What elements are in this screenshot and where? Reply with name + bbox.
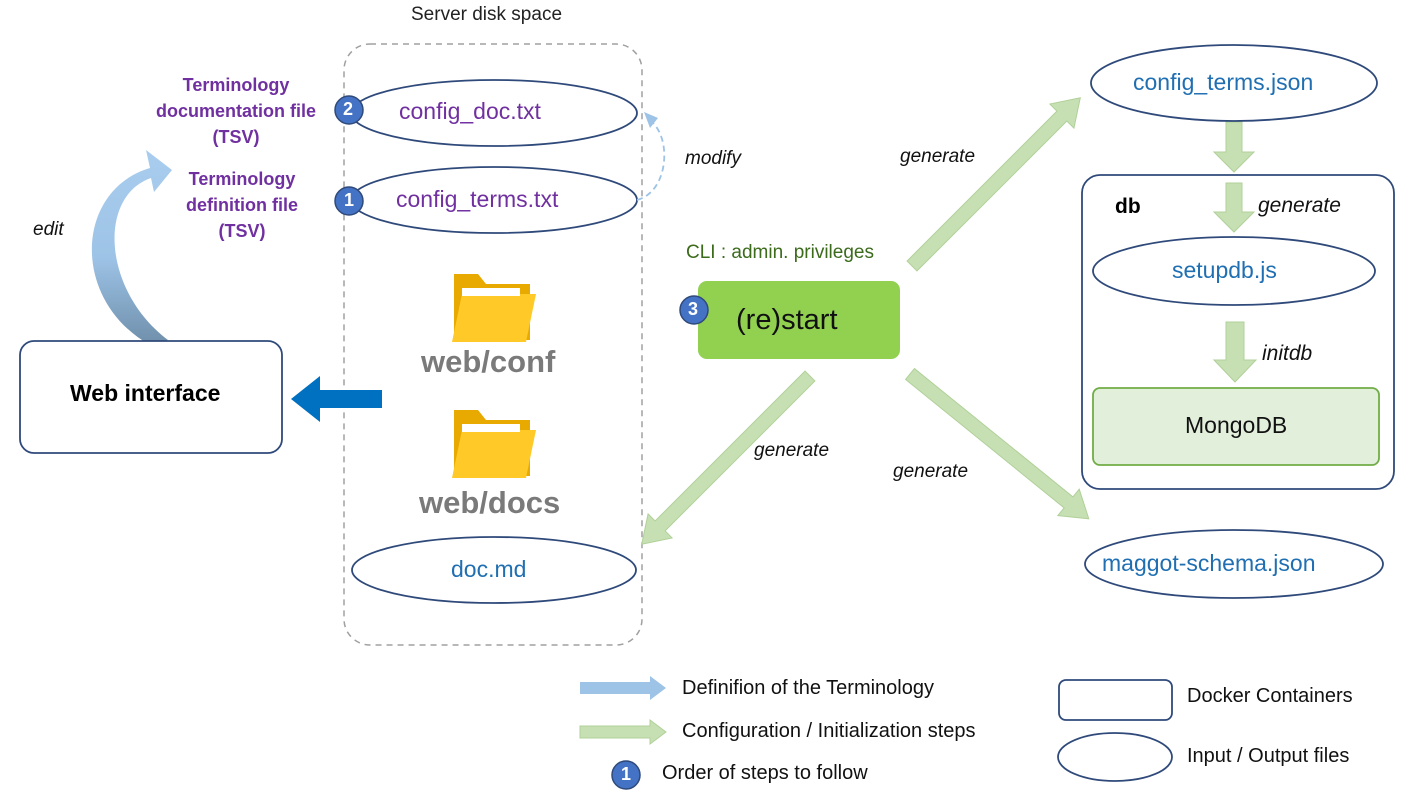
web-interface-box xyxy=(19,340,283,454)
web-interface-label: Web interface xyxy=(70,380,221,406)
legend-rect-text: Docker Containers xyxy=(1187,685,1353,707)
config-terms-json-ellipse xyxy=(1090,44,1378,122)
generate-doc-arrow xyxy=(641,370,816,545)
generate-config-arrow xyxy=(906,97,1081,272)
config-doc-filename: config_doc.txt xyxy=(399,98,541,124)
initdb-label: initdb xyxy=(1262,342,1313,365)
server-disk-container xyxy=(343,43,643,646)
edit-arrow xyxy=(91,150,172,345)
legend-blue-arrow-text: Definifion of the Terminology xyxy=(682,677,934,699)
step-badge-2 xyxy=(334,95,364,125)
step-badge-1-number: 1 xyxy=(344,190,355,210)
doc-md-filename: doc.md xyxy=(451,556,527,582)
cli-label: CLI : admin. privileges xyxy=(686,242,874,263)
step-badge-2-number: 2 xyxy=(343,99,354,119)
legend-rect xyxy=(1058,679,1173,721)
serve-arrow xyxy=(291,376,382,422)
down-arrow-3 xyxy=(1212,321,1258,383)
generate-label-schema: generate xyxy=(893,461,969,482)
legend-badge-number: 1 xyxy=(621,764,632,784)
generate-label-doc: generate xyxy=(754,440,830,461)
doc-md-ellipse xyxy=(351,536,637,604)
legend-blue-arrow xyxy=(580,676,666,700)
mongodb-box xyxy=(1092,387,1380,466)
legend-ellipse-text: Input / Output files xyxy=(1187,745,1350,767)
step-badge-1 xyxy=(334,186,364,216)
generate-label-top: generate xyxy=(900,146,976,167)
generate-label-db: generate xyxy=(1258,194,1341,217)
folder-conf-icon xyxy=(452,274,536,342)
folder-conf-label: web/conf xyxy=(421,344,556,379)
modify-arrowhead xyxy=(644,112,658,128)
maggot-schema-filename: maggot-schema.json xyxy=(1102,550,1316,576)
def-file-description: Terminology definition file (TSV) xyxy=(186,169,298,241)
config-terms-json-filename: config_terms.json xyxy=(1133,69,1314,95)
mongodb-label: MongoDB xyxy=(1185,412,1288,438)
modify-label: modify xyxy=(685,148,741,169)
step-badge-3 xyxy=(679,295,709,325)
legend-badge xyxy=(611,760,641,790)
server-disk-title: Server disk space xyxy=(411,4,563,25)
modify-arrow xyxy=(636,121,666,201)
generate-schema-arrow xyxy=(904,367,1090,520)
restart-label: (re)start xyxy=(736,304,838,336)
doc-file-description: Terminology documentation file (TSV) xyxy=(155,75,316,147)
maggot-schema-ellipse xyxy=(1084,529,1384,599)
legend-ellipse xyxy=(1057,732,1173,782)
legend-green-arrow-text: Configuration / Initialization steps xyxy=(682,720,976,742)
edit-label: edit xyxy=(33,219,64,240)
legend-green-arrow xyxy=(579,719,667,745)
step-badge-3-number: 3 xyxy=(688,299,699,319)
down-arrow-2 xyxy=(1212,182,1256,233)
db-label: db xyxy=(1115,195,1141,218)
legend-badge-text: Order of steps to follow xyxy=(662,762,868,784)
folder-docs-label: web/docs xyxy=(419,485,561,520)
setupdb-ellipse xyxy=(1092,236,1376,306)
setupdb-filename: setupdb.js xyxy=(1172,257,1277,283)
config-terms-txt-filename: config_terms.txt xyxy=(396,186,559,212)
folder-docs-icon xyxy=(452,410,536,478)
restart-box xyxy=(698,281,900,359)
down-arrow-1 xyxy=(1212,121,1256,173)
